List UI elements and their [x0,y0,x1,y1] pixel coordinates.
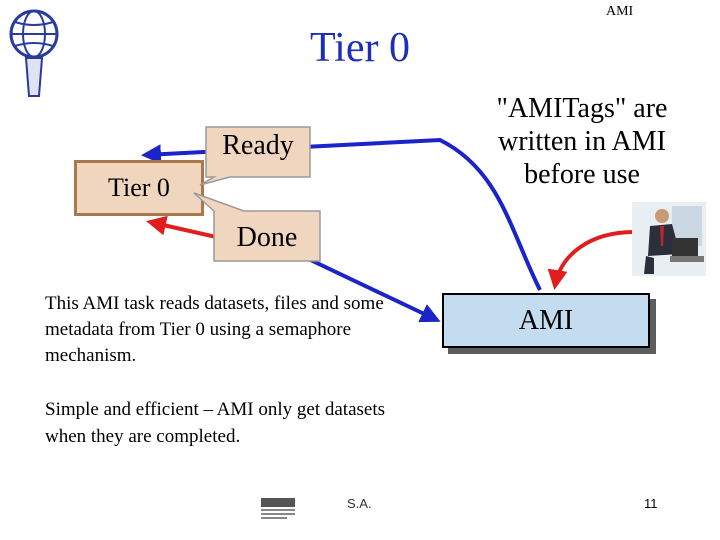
done-label: Done [236,222,298,253]
blue-arrow-amitags-to-tier0 [141,137,542,291]
ready-label: Ready [222,130,294,161]
summary-text: Simple and efficient – AMI only get data… [45,399,385,447]
globe-figure-logo [9,9,59,97]
tier0-box: Tier 0 [74,160,204,216]
page-title: Tier 0 [310,25,410,71]
lpsc-logo [259,495,297,521]
businessman-at-computer [632,202,706,276]
page-number: 11 [644,496,658,511]
footer-author: S.A. [347,496,372,511]
blue-arrow-tier0-to-ami [299,253,441,323]
ami-box: AMI [442,293,650,348]
red-arrow-user-to-ami [547,230,635,290]
task-description: This AMI task reads datasets, files and … [45,293,384,366]
header-label: AMI [606,4,634,19]
done-callout: Done [193,192,321,262]
amitags-note: "AMITags" are written in AMI before use [496,93,668,190]
ready-callout: Ready [199,126,311,186]
